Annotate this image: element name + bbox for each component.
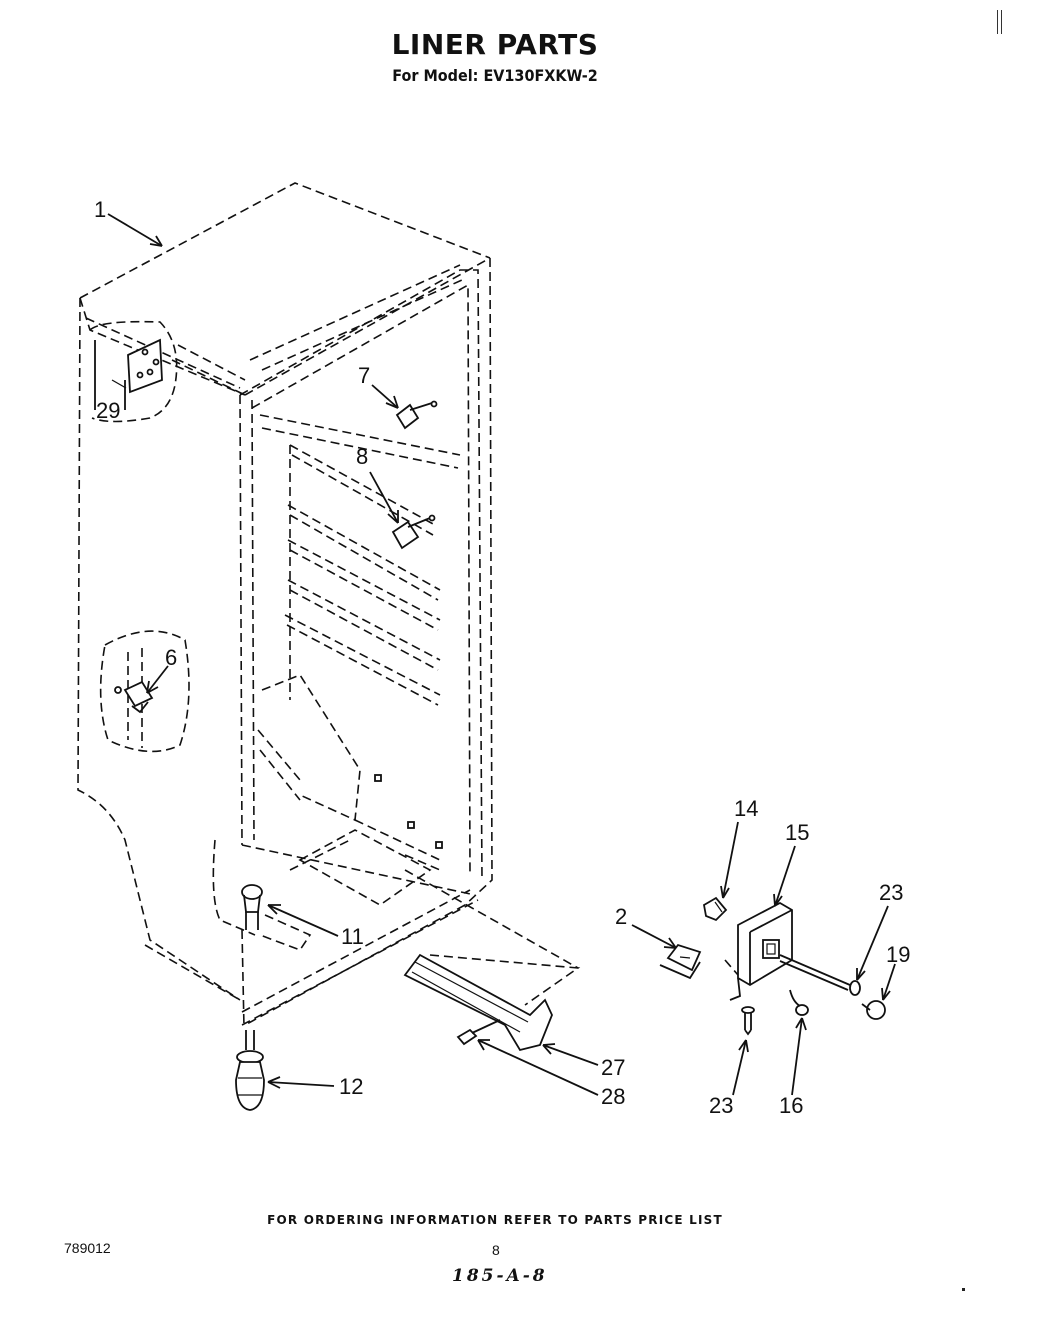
screw-part23-bottom	[741, 1006, 755, 1036]
liner-frame	[239, 264, 483, 1029]
inset-part6	[99, 630, 190, 753]
callout-14: 14	[734, 796, 758, 821]
page-title: LINER PARTS	[391, 28, 599, 61]
screw-part23-right	[779, 954, 861, 996]
corner-dot	[962, 1288, 965, 1291]
leader-lines	[107, 213, 896, 1096]
bracket-part2	[659, 943, 702, 980]
cabinet-outline	[77, 182, 493, 1026]
grille-part27	[403, 869, 581, 1052]
callout-1: 1	[94, 197, 106, 222]
callout-12: 12	[339, 1074, 363, 1099]
callout-8: 8	[356, 444, 368, 469]
document-number: 789012	[64, 1240, 111, 1256]
callout-23-bottom: 23	[709, 1093, 733, 1118]
callout-28: 28	[601, 1084, 625, 1109]
bracket-part8	[391, 514, 436, 550]
callout-29: 29	[96, 398, 120, 423]
lower-compartment	[257, 674, 443, 951]
callout-27: 27	[601, 1055, 625, 1080]
hinge-detail	[89, 320, 178, 423]
leveler-part12	[235, 1030, 265, 1111]
corner-mark	[997, 10, 1002, 34]
screw-part28	[456, 1019, 501, 1046]
callout-6: 6	[165, 645, 177, 670]
ordering-note: FOR ORDERING INFORMATION REFER TO PARTS …	[267, 1213, 723, 1227]
screw-part16	[789, 989, 809, 1016]
callout-15: 15	[785, 820, 809, 845]
housing-part15	[724, 901, 793, 1001]
drain-part11	[241, 884, 263, 930]
knob-part19	[861, 1000, 886, 1020]
callout-23-right: 23	[879, 880, 903, 905]
callout-7: 7	[358, 363, 370, 388]
bracket-part7	[395, 400, 438, 430]
callout-11: 11	[341, 924, 364, 949]
callout-16: 16	[779, 1093, 803, 1118]
clip-part14	[703, 896, 728, 922]
model-subtitle: For Model: EV130FXKW-2	[392, 66, 598, 85]
callout-19: 19	[886, 942, 910, 967]
handwritten-code: 185-A-8	[452, 1266, 548, 1286]
page-number: 8	[492, 1242, 500, 1258]
shelves	[259, 414, 461, 706]
callout-2: 2	[615, 904, 627, 929]
